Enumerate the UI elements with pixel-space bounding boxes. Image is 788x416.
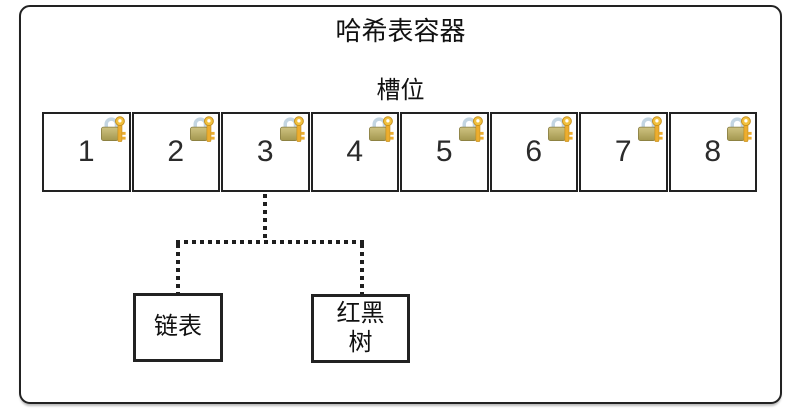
slot-5: 5: [400, 112, 489, 192]
linked-list-box: 链表: [133, 293, 223, 362]
linked-list-label: 链表: [154, 313, 202, 341]
slot-8: 8: [668, 112, 757, 192]
slot-number: 2: [167, 135, 185, 168]
lock-with-key-icon: [367, 115, 394, 144]
lock-with-key-icon: [546, 115, 573, 144]
red-black-tree-box: 红黑树: [311, 294, 410, 363]
slot-number: 3: [256, 135, 274, 168]
slot-number: 4: [346, 135, 364, 168]
slot-number: 5: [435, 135, 453, 168]
lock-with-key-icon: [278, 115, 305, 144]
slot-number: 7: [614, 135, 632, 168]
slot-4: 4: [310, 112, 399, 192]
diagram-title: 哈希表容器: [335, 16, 466, 46]
slot-row: 1 2 3 4 5 6 7 8: [42, 112, 757, 192]
slots-label: 槽位: [376, 77, 425, 104]
lock-with-key-icon: [99, 115, 126, 144]
connector-left-down: [176, 244, 180, 293]
lock-with-key-icon: [636, 115, 663, 144]
slot-6: 6: [489, 112, 578, 192]
connector-slot3-down: [263, 194, 267, 240]
red-black-tree-label: 红黑树: [336, 299, 385, 356]
slot-number: 1: [77, 135, 95, 168]
connector-right-down: [360, 244, 364, 294]
lock-with-key-icon: [457, 115, 484, 144]
lock-with-key-icon: [188, 115, 215, 144]
slot-7: 7: [579, 112, 668, 192]
slot-number: 8: [704, 135, 722, 168]
lock-with-key-icon: [725, 115, 752, 144]
slot-1: 1: [42, 112, 131, 192]
slot-number: 6: [525, 135, 543, 168]
slot-2: 2: [131, 112, 220, 192]
slot-3: 3: [221, 112, 310, 192]
connector-branch-horizontal: [176, 240, 364, 244]
